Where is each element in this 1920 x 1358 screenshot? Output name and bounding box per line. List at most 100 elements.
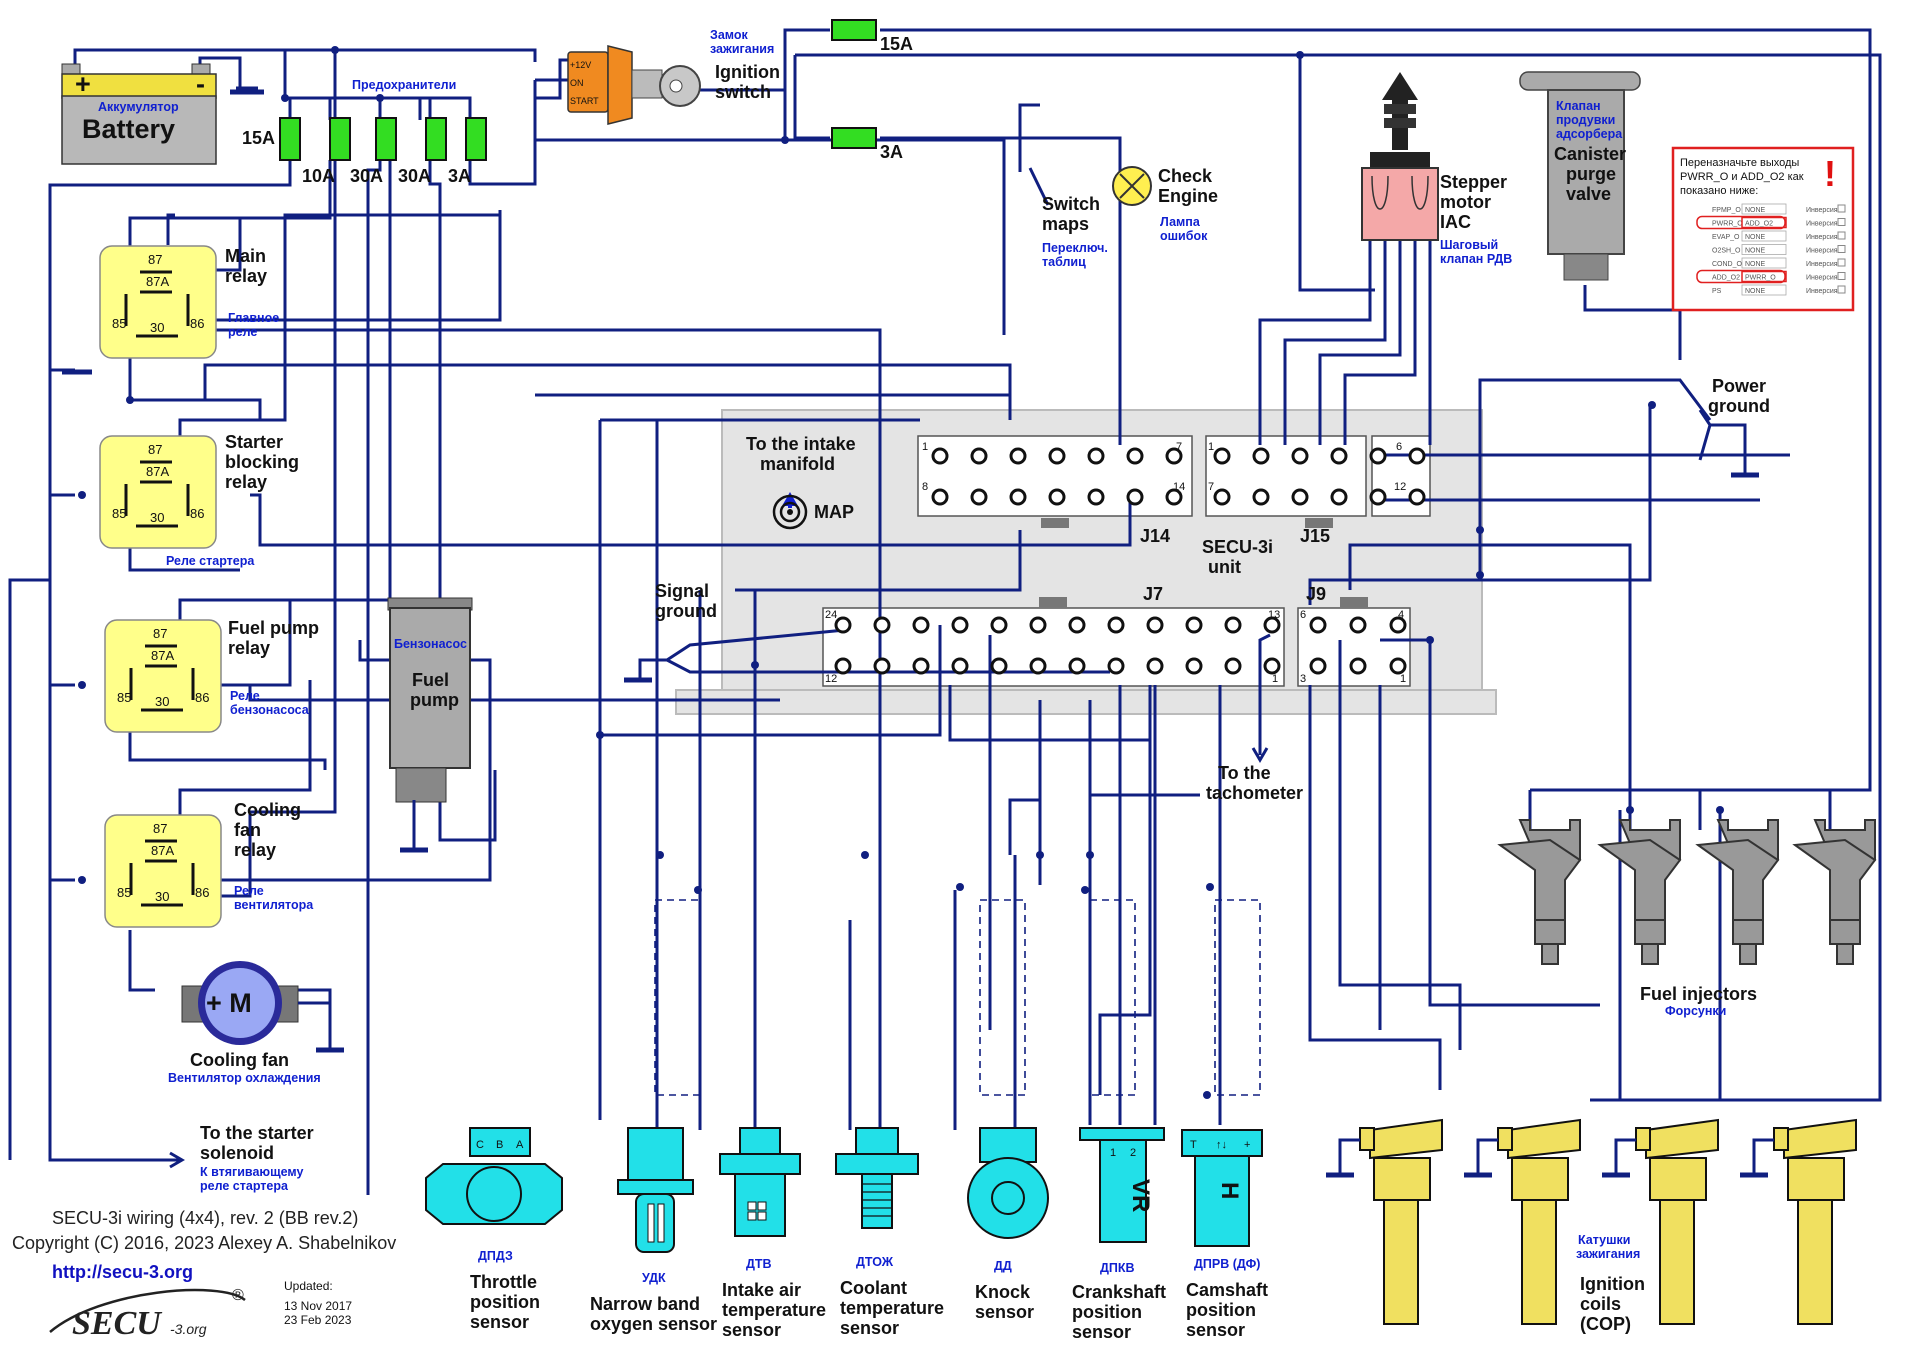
coils-ru2: зажигания — [1576, 1247, 1640, 1261]
fuse-block: Предохранители 15A 10A 30A 30A 3A 15A 3A — [242, 19, 913, 186]
relay-fuelpump-pin-r87a: 87A — [151, 648, 174, 663]
knock-l1: Knock — [975, 1282, 1031, 1302]
j14-pin — [1165, 447, 1183, 465]
j7-pin — [1224, 616, 1242, 634]
ckp-l2: position — [1072, 1302, 1142, 1322]
j14-pin — [1165, 488, 1183, 506]
j15-pin1-num: 1 — [1208, 441, 1214, 453]
logo-reg: ® — [232, 1287, 244, 1304]
switchmaps-l2: maps — [1042, 214, 1089, 234]
j7-pin — [1068, 616, 1086, 634]
check-engine-l2: Engine — [1158, 186, 1218, 206]
footer-title: SECU-3i wiring (4x4), rev. 2 (BB rev.2) — [52, 1208, 358, 1228]
ign-ru2: зажигания — [710, 42, 774, 56]
j7-pin — [873, 616, 891, 634]
note-row-inv: Инверсия — [1806, 207, 1838, 214]
j15-pin — [1252, 488, 1270, 506]
injectors-label: Fuel injectors — [1640, 984, 1757, 1004]
note-row-inv: Инверсия — [1806, 221, 1838, 228]
stepper-l1: Stepper — [1440, 172, 1507, 192]
coils-l3: (COP) — [1580, 1314, 1631, 1334]
battery-ru-label: Аккумулятор — [98, 100, 179, 114]
canister-ru3: адсорбера — [1556, 127, 1623, 141]
note-row-value: NONE — [1745, 261, 1766, 268]
footer-url[interactable]: http://secu-3.org — [52, 1262, 193, 1282]
note-row-inv: Инверсия — [1806, 261, 1838, 268]
j14-pin — [970, 488, 988, 506]
j15-label: J15 — [1300, 526, 1330, 546]
j7-pin — [1068, 657, 1086, 675]
fan-relay-l3: relay — [234, 840, 276, 860]
solenoid-l2: solenoid — [200, 1143, 274, 1163]
j9-pin — [1309, 657, 1327, 675]
j7-pin — [1029, 616, 1047, 634]
fuelpump-relay-l2: relay — [228, 638, 270, 658]
j14-pin — [1087, 447, 1105, 465]
canister-l2: purge — [1566, 164, 1616, 184]
j7-pin1-num: 1 — [1272, 673, 1278, 685]
stepper-l2: motor — [1440, 192, 1491, 212]
coils-l2: coils — [1580, 1294, 1621, 1314]
j7-pin — [873, 657, 891, 675]
j9-pin — [1389, 616, 1407, 634]
j7-pin — [834, 616, 852, 634]
note-row-value: NONE — [1745, 207, 1766, 214]
fuelpump-relay-ru2: бензонасоса — [230, 703, 310, 717]
j14-pin — [970, 447, 988, 465]
j9-pin — [1349, 657, 1367, 675]
j14-pin — [1009, 488, 1027, 506]
note-row-name: COND_O — [1712, 261, 1743, 268]
j7-pin — [951, 616, 969, 634]
j7-pin24-num: 24 — [825, 609, 837, 621]
relay-labels: Main relay Главное реле Starter blocking… — [166, 246, 319, 912]
stepper-ru1: Шаговый — [1440, 238, 1498, 252]
relay-starter-pin-r87: 87 — [148, 442, 162, 457]
cmp-pin-t: T — [1190, 1139, 1197, 1151]
fuel-pump-l1: Fuel — [412, 670, 449, 690]
j14-pin14-num: 14 — [1173, 481, 1185, 493]
ckp-sensor: 1 2 VR ДПКВ Crankshaft position sensor — [1072, 1127, 1166, 1342]
main-relay-ru1: Главное — [228, 311, 279, 325]
logo-sub: -3.org — [170, 1321, 207, 1337]
j7-pin — [1185, 616, 1203, 634]
check-engine-ru1: Лампа — [1160, 215, 1201, 229]
starter-solenoid: To the starter solenoid К втягивающему р… — [169, 1123, 314, 1193]
relay-main-pin-r87a: 87A — [146, 274, 169, 289]
iat-ru: ДТВ — [746, 1257, 772, 1271]
fuse-top-3a-label: 3A — [880, 142, 903, 162]
clt-l2: temperature — [840, 1298, 944, 1318]
relay-main-pin-r87: 87 — [148, 252, 162, 267]
tps-l2: position — [470, 1292, 540, 1312]
ign-pin-on: ON — [570, 78, 584, 88]
relay-fan-pin-r85: 85 — [117, 885, 131, 900]
cmp-mark: H — [1216, 1182, 1243, 1199]
iat-l1: Intake air — [722, 1280, 801, 1300]
note-row-name: O2SH_O — [1712, 248, 1741, 255]
starter-relay-l1: Starter — [225, 432, 283, 452]
cmp-ru: ДПРВ (ДФ) — [1194, 1257, 1260, 1271]
j7-pin13-num: 13 — [1268, 609, 1280, 621]
note-exclaim: ! — [1824, 153, 1836, 194]
knock-l2: sensor — [975, 1302, 1034, 1322]
injectors-ru: Форсунки — [1665, 1004, 1726, 1018]
iat-sensor: ДТВ Intake air temperature sensor — [719, 1127, 826, 1340]
connector-pins — [834, 447, 1426, 675]
j7-pin — [912, 616, 930, 634]
switch-maps: Switch maps Переключ. таблиц — [1028, 167, 1108, 269]
j15-pin — [1291, 447, 1309, 465]
stepper-motor: Stepper motor IAC Шаговый клапан РДВ — [1361, 72, 1512, 266]
note-row-value: NONE — [1745, 234, 1766, 241]
j9-pin6-num: 6 — [1300, 609, 1306, 621]
relay-fuelpump-pin-r85: 85 — [117, 690, 131, 705]
ckp-mark: VR — [1127, 1179, 1154, 1212]
j7-pin — [1263, 657, 1281, 675]
switchmaps-l1: Switch — [1042, 194, 1100, 214]
j14-pin — [1087, 488, 1105, 506]
cmp-pin-plus: + — [1244, 1139, 1250, 1151]
fan-motor-symbol: + M — [206, 988, 252, 1018]
